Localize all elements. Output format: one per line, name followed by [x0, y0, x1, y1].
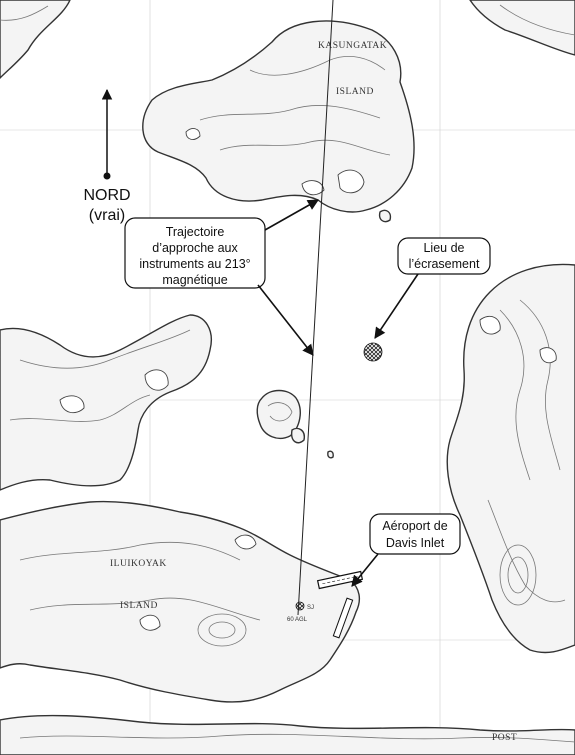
crash-site-marker — [363, 342, 383, 362]
approach-path-line — [297, 0, 334, 616]
place-label-post: POST — [492, 733, 517, 743]
place-label-kasungatak: KASUNGATAK — [318, 41, 387, 51]
callout-crash-line-1: Lieu de — [423, 241, 464, 255]
land-right — [446, 263, 575, 654]
callout-airport-line-2: Davis Inlet — [386, 536, 445, 550]
place-label-kasungatak-island: ISLAND — [336, 87, 374, 97]
callout-approach: Trajectoire d’approche aux instruments a… — [124, 217, 266, 289]
place-label-iluikoyak-island: ISLAND — [120, 601, 158, 611]
callout-approach-line-1: Trajectoire — [166, 225, 225, 239]
land-left — [0, 314, 212, 491]
callout-crash: Lieu de l’écrasement — [397, 237, 491, 275]
agl-label: 60 AGL — [287, 617, 308, 623]
callout-approach-line-4: magnétique — [162, 273, 227, 287]
callout-airport: Aéroport de Davis Inlet — [369, 513, 461, 555]
airport-runway — [295, 570, 364, 639]
callout-airport-line-1: Aéroport de — [382, 519, 447, 533]
land-top-right — [469, 0, 575, 56]
middle-island — [256, 389, 301, 440]
north-arrow — [101, 88, 113, 180]
callout-approach-line-3: instruments au 213° — [139, 257, 250, 271]
iluikoyak-island — [0, 500, 361, 703]
callout-approach-line-2: d’approche aux — [152, 241, 238, 255]
sj-label: SJ — [307, 605, 314, 611]
place-label-iluikoyak: ILUIKOYAK — [110, 559, 167, 569]
land-bottom — [0, 714, 575, 755]
land-top-left — [0, 0, 71, 79]
callout-crash-line-2: l’écrasement — [409, 257, 480, 271]
north-sublabel: (vrai) — [89, 207, 125, 224]
kasungatak-island — [142, 20, 415, 213]
north-label: NORD — [83, 187, 130, 204]
